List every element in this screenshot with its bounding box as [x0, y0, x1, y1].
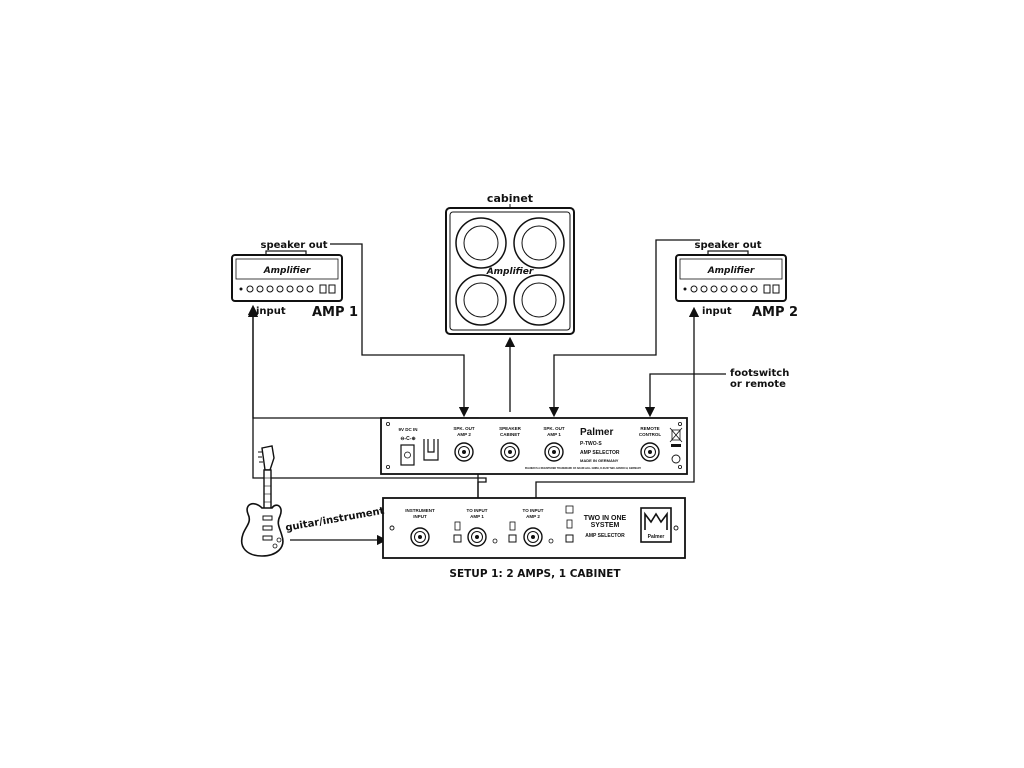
dc-in-label: 9V DC IN [398, 427, 417, 432]
to-input-amp1-label-1: TO INPUT [467, 508, 488, 513]
amp2-brand: Amplifier [707, 266, 755, 276]
amp1-speaker-line [330, 243, 470, 418]
amp-head-1: speaker out Amplifier input AMP 1 [231, 240, 358, 320]
guitar-label: guitar/instrument [285, 506, 386, 534]
speaker-out-right-label: speaker out [695, 240, 762, 251]
amp2-input-line [535, 306, 700, 498]
to-input-amp2-label-2: AMP 2 [526, 514, 540, 519]
remote-line [644, 373, 726, 418]
instrument-label-1: INSTRUMENT [405, 508, 435, 513]
mute-switch[interactable] [565, 505, 574, 543]
diagram-caption: SETUP 1: 2 AMPS, 1 CABINET [449, 568, 621, 580]
remote-label-1: REMOTE [640, 426, 659, 431]
speaker-out-left-label: speaker out [261, 240, 328, 251]
speaker-cabinet-jack[interactable] [500, 442, 520, 462]
amp2-knobs [683, 284, 780, 294]
amp1-led-switch[interactable] [453, 521, 462, 543]
rear-brand: Palmer [580, 427, 613, 438]
footswitch-label: footswitch or remote [730, 368, 789, 390]
amp1-knobs [239, 284, 336, 294]
dc-jack[interactable] [400, 444, 415, 466]
front-subtitle: AMP SELECTOR [585, 533, 625, 539]
instrument-label-2: INPUT [413, 514, 427, 519]
dc-polarity-icon: ⊖-C-⊕ [400, 436, 415, 442]
front-panel: INSTRUMENT INPUT TO INPUT AMP 1 TO INPUT… [382, 497, 686, 559]
spk-out-amp1-label-2: AMP 1 [547, 432, 561, 437]
front-title-2: SYSTEM [591, 522, 620, 529]
remote-label-2: CONTROL [639, 432, 661, 437]
cabinet-speaker-cones [455, 217, 565, 326]
to-input-amp2-label-1: TO INPUT [523, 508, 544, 513]
rear-panel: 9V DC IN ⊖-C-⊕ SPK. OUT AMP 2 SPEAKER CA… [380, 417, 688, 475]
rear-trademark: PALMER IS A REGISTERED TRADEMARK OF ADAM… [525, 467, 642, 470]
footswitch-label-line2: or remote [730, 379, 786, 390]
input-right-label: input [702, 306, 732, 317]
rear-type: AMP SELECTOR [580, 450, 620, 456]
ce-mark-icon [671, 454, 681, 464]
speaker-cabinet: cabinet Amplifier [445, 192, 575, 335]
to-input-amp2-jack[interactable] [523, 527, 543, 547]
palmer-logo: Palmer [640, 507, 672, 543]
spk-out-amp2-jack[interactable] [454, 442, 474, 462]
palmer-logo-text: Palmer [648, 534, 665, 540]
instrument-input-jack[interactable] [410, 527, 430, 547]
front-title-1: TWO IN ONE [584, 515, 627, 522]
cabinet-label: cabinet [487, 192, 533, 205]
spk-out-amp1-label-1: SPK. OUT [543, 426, 565, 431]
input-left-label: input [256, 306, 286, 317]
amp2-label: AMP 2 [752, 305, 798, 320]
amp1-brand: Amplifier [263, 266, 311, 276]
amp2-led-switch[interactable] [508, 521, 517, 543]
to-input-amp1-label-2: AMP 1 [470, 514, 484, 519]
amp1-label: AMP 1 [312, 305, 358, 320]
footswitch-label-line1: footswitch [730, 368, 789, 379]
weee-bin-icon [669, 427, 683, 447]
speaker-cab-label-2: CABINET [500, 432, 520, 437]
rear-model: P-TWO-S [580, 441, 602, 447]
spk-out-amp1-jack[interactable] [544, 442, 564, 462]
cabinet-brand: Amplifier [486, 267, 534, 277]
amp2-speaker-line [548, 239, 700, 418]
amp1-screw [492, 538, 498, 544]
rear-made-in: MADE IN GERMANY [580, 458, 619, 463]
spk-out-amp2-label-2: AMP 2 [457, 432, 471, 437]
to-input-amp1-jack[interactable] [467, 527, 487, 547]
speaker-cab-label-1: SPEAKER [499, 426, 522, 431]
remote-control-jack[interactable] [640, 442, 660, 462]
switch-bracket [423, 439, 439, 461]
amp-head-2: speaker out Amplifier input AMP 2 [675, 240, 798, 320]
amp2-screw [548, 538, 554, 544]
spk-out-amp2-label-1: SPK. OUT [453, 426, 475, 431]
